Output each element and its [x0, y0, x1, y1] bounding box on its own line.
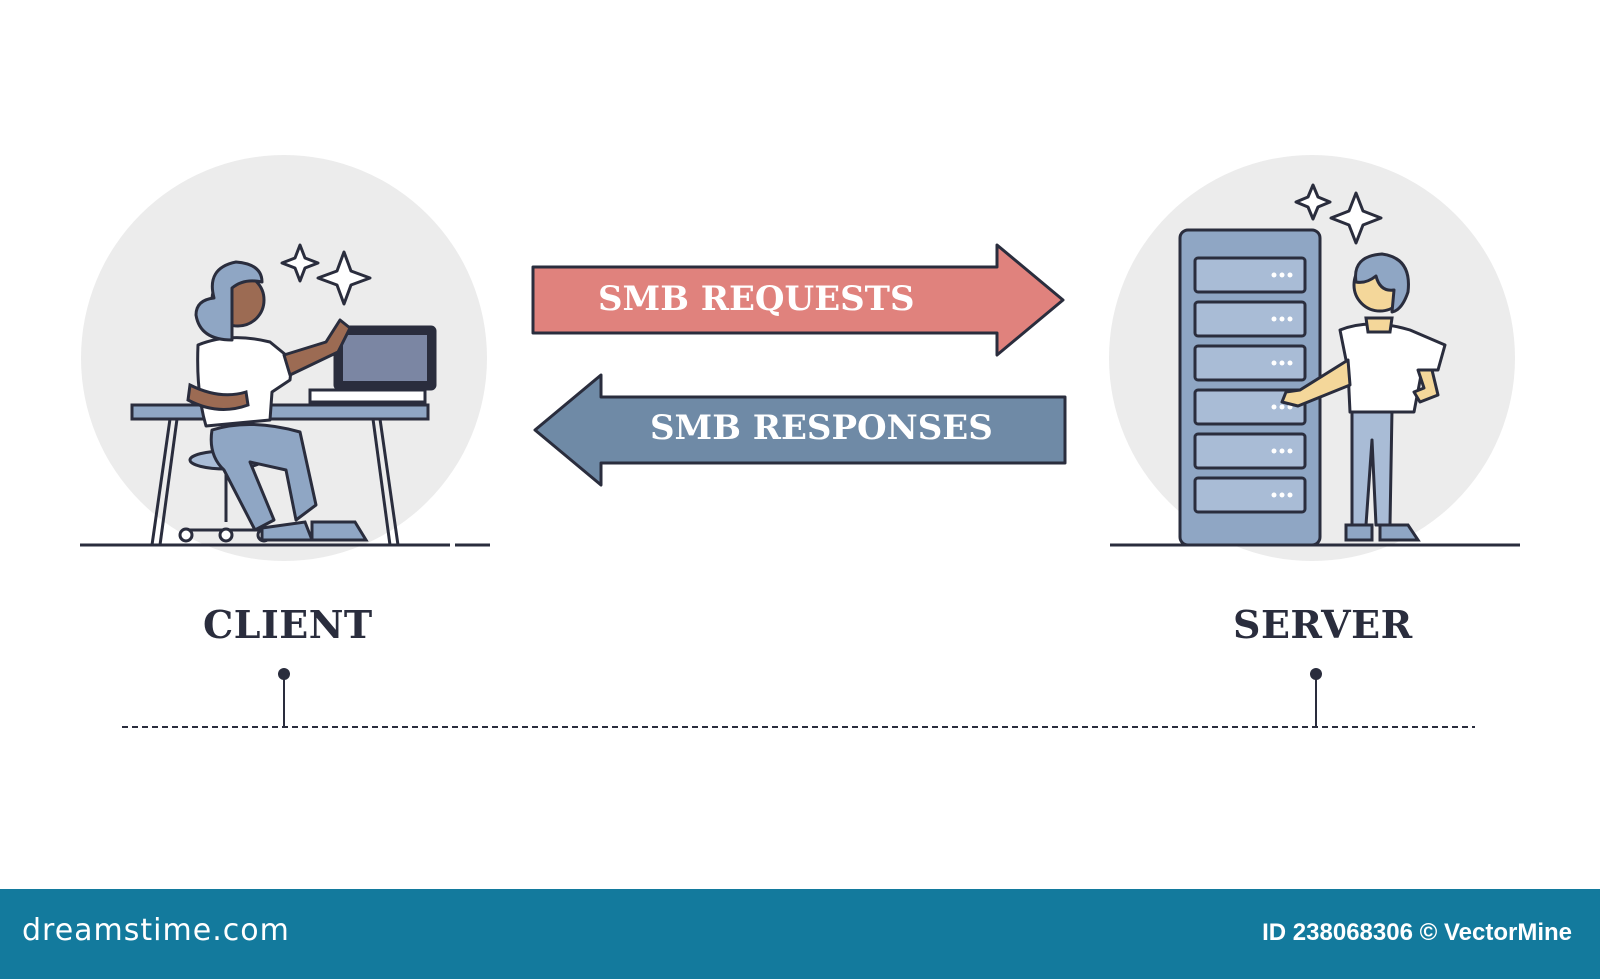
- desk-top: [130, 403, 430, 421]
- technician-hair: [1354, 252, 1410, 314]
- laptop-base: [308, 388, 427, 404]
- person-arm: [282, 318, 352, 377]
- sparkle-icon: [1329, 191, 1383, 245]
- request-arrow: [531, 243, 1065, 357]
- technician-torso: [1338, 322, 1447, 414]
- client-illustration: [80, 155, 490, 561]
- technician-arm: [1280, 358, 1352, 408]
- footer-brand: dreamstime.com: [22, 913, 290, 948]
- response-arrow-label: SMB RESPONSES: [650, 408, 993, 448]
- person-legs: [209, 423, 318, 532]
- sparkle-icon: [1294, 183, 1332, 221]
- footer-credit: ID 238068306 © VectorMine: [1262, 919, 1572, 946]
- server-units: [1193, 256, 1307, 514]
- sparkle-icon: [280, 243, 320, 283]
- sparkle-icon: [316, 250, 372, 306]
- person-hair: [194, 260, 264, 342]
- server-label: SERVER: [1233, 602, 1413, 647]
- response-arrow: [533, 373, 1067, 487]
- footer-bar: dreamstime.com ID 238068306 © VectorMine: [0, 889, 1600, 979]
- server-illustration: [1109, 155, 1520, 561]
- client-label: CLIENT: [203, 602, 373, 647]
- request-arrow-label: SMB REQUESTS: [598, 279, 915, 319]
